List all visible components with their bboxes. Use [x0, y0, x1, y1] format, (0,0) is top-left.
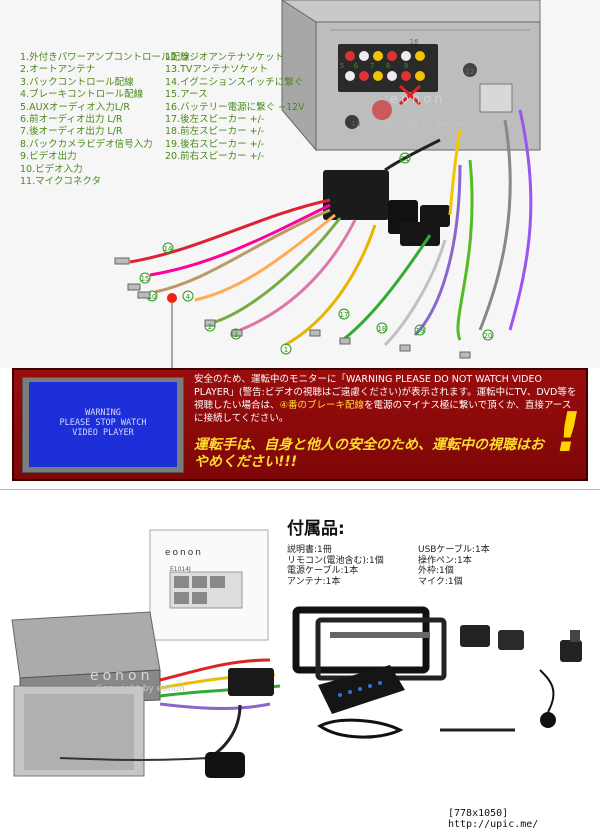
screen-line: PLEASE STOP WATCH: [59, 418, 147, 428]
wire-marker-13: 13: [352, 120, 361, 128]
accessories-title: 付属品:: [287, 519, 345, 539]
warning-headline: 運転手は、自身と他人の安全のため、運転中の視聴はおやめください!!!: [194, 437, 544, 470]
monitor-screen: [29, 382, 177, 467]
copyright-watermark: Copyright by eonon: [96, 684, 185, 694]
wire-marker-1: 1: [284, 346, 288, 354]
warning-text-2: を電源のマイナス極に繋いで頂くか、直接アースに接続してください。: [194, 400, 572, 424]
wire-marker-20: 20: [484, 332, 493, 340]
legend-item: 15.アース: [165, 89, 208, 101]
accessory-item: 操作ペン:1本: [418, 555, 472, 566]
wire-marker-9: 9: [404, 62, 408, 70]
legend-item: 11.マイクコネクタ: [20, 176, 102, 188]
footer-source-text: [778x1050] http://upic.me/: [448, 808, 539, 830]
warning-description: 安全のため、運転中のモニターに「WARNING PLEASE DO NOT WA…: [194, 373, 577, 425]
wiring-illustration: 14 15 10 4 2 3 1 17 18 19 20 11 5 6 7 8 9 16 12 13: [114, 0, 541, 368]
legend-item: 8.バックカメラビデオ信号入力: [20, 138, 153, 150]
legend-item: 13.TVアンテナソケット: [165, 64, 269, 76]
wire-marker-3: 3: [234, 331, 238, 339]
wire-marker-11: 11: [401, 155, 410, 163]
legend-item: 4.ブレーキコントロール配線: [20, 89, 144, 101]
warning-highlight: ④番のブレーキ配線: [279, 400, 365, 411]
accessories-list-right: USBケーブル:1本 操作ペン:1本 外枠:1個 マイク:1個: [418, 545, 490, 587]
wire-marker-19: 19: [416, 327, 425, 335]
accessory-item: リモコン(電池含む):1個: [287, 555, 384, 566]
accessory-item: マイク:1個: [418, 576, 463, 587]
legend-item: 2.オートアンテナ: [20, 64, 96, 76]
accessory-item: USBケーブル:1本: [418, 545, 490, 555]
wire-marker-5: 5: [340, 62, 344, 70]
screen-line: WARNING: [85, 408, 121, 418]
accessories-illustration: [11, 529, 582, 778]
legend-item: 14.イグニションスイッチに繋ぐ: [165, 76, 304, 88]
wire-marker-12: 12: [466, 68, 475, 76]
legend-item: 16.バッテリー電源に繋ぐ +12V: [165, 101, 305, 113]
legend-item: 1.外付きパワーアンプコントロール配線: [20, 52, 190, 63]
legend-item: 9.ビデオ出力: [20, 151, 77, 163]
accessory-item: 外枠:1個: [418, 566, 454, 576]
manual-brand: eonon: [165, 548, 203, 558]
wire-marker-7: 7: [370, 62, 374, 70]
accessories-list-left: 説明書:1冊 リモコン(電池含む):1個 電源ケーブル:1本 アンテナ:1本: [287, 545, 384, 587]
legend-left-column: 1.外付きパワーアンプコントロール配線 2.オートアンテナ 3.バックコントロー…: [20, 52, 190, 188]
wire-marker-8: 8: [386, 62, 390, 70]
wire-marker-16: 16: [410, 38, 419, 46]
wire-marker-15: 15: [141, 275, 150, 283]
wire-marker-18: 18: [378, 325, 387, 333]
accessory-item: アンテナ:1本: [287, 576, 341, 587]
wire-marker-6: 6: [354, 62, 359, 70]
accessory-item: 説明書:1冊: [287, 545, 332, 555]
legend-item: 17.後左スピーカー +/-: [165, 114, 265, 126]
legend-item: 19.後右スピーカー +/-: [165, 138, 265, 150]
legend-item: 20.前右スピーカー +/-: [165, 151, 265, 163]
manual-model: E1014J: [170, 566, 191, 573]
wire-marker-2: 2: [208, 323, 212, 331]
legend-item: 18.前左スピーカー +/-: [165, 126, 265, 138]
legend-item: 6.前オーディオ出力 L/R: [20, 114, 123, 126]
copyright-watermark: Copyright by eonon: [375, 120, 464, 130]
monitor-warning-text: WARNING PLEASE STOP WATCH VIDEO PLAYER: [29, 408, 177, 438]
accessories-panel: eonon Copyright by eonon: [0, 490, 600, 826]
legend-right-column: 12.ラジオアンテナソケット 13.TVアンテナソケット 14.イグニションスイ…: [165, 52, 325, 164]
exclamation-icon: !: [556, 401, 581, 464]
wiring-diagram-panel: 14 15 10 4 2 3 1 17 18 19 20 11 5 6 7 8 9 16 12 13 1.外付きパワー…: [0, 0, 600, 368]
section-divider: [0, 489, 600, 490]
warning-text-1: 安全のため、運転中のモニターに「WARNING PLEASE DO NOT WA…: [194, 374, 577, 411]
brand-watermark: eonon: [390, 92, 446, 107]
legend-item: 7.後オーディオ出力 L/R: [20, 126, 123, 138]
wire-marker-4: 4: [186, 293, 191, 301]
screen-line: VIDEO PLAYER: [72, 428, 134, 438]
legend-item: 5.AUXオーディオ入力L/R: [20, 101, 130, 113]
wire-marker-14: 14: [164, 245, 173, 253]
legend-item: 12.ラジオアンテナソケット: [165, 52, 285, 63]
wire-marker-17: 17: [340, 311, 349, 319]
wire-marker-10: 10: [148, 293, 157, 301]
legend-item: 10.ビデオ入力: [20, 163, 83, 175]
accessory-item: 電源ケーブル:1本: [287, 566, 359, 576]
legend-item: 3.バックコントロール配線: [20, 76, 134, 88]
brand-watermark: eonon: [90, 668, 154, 684]
